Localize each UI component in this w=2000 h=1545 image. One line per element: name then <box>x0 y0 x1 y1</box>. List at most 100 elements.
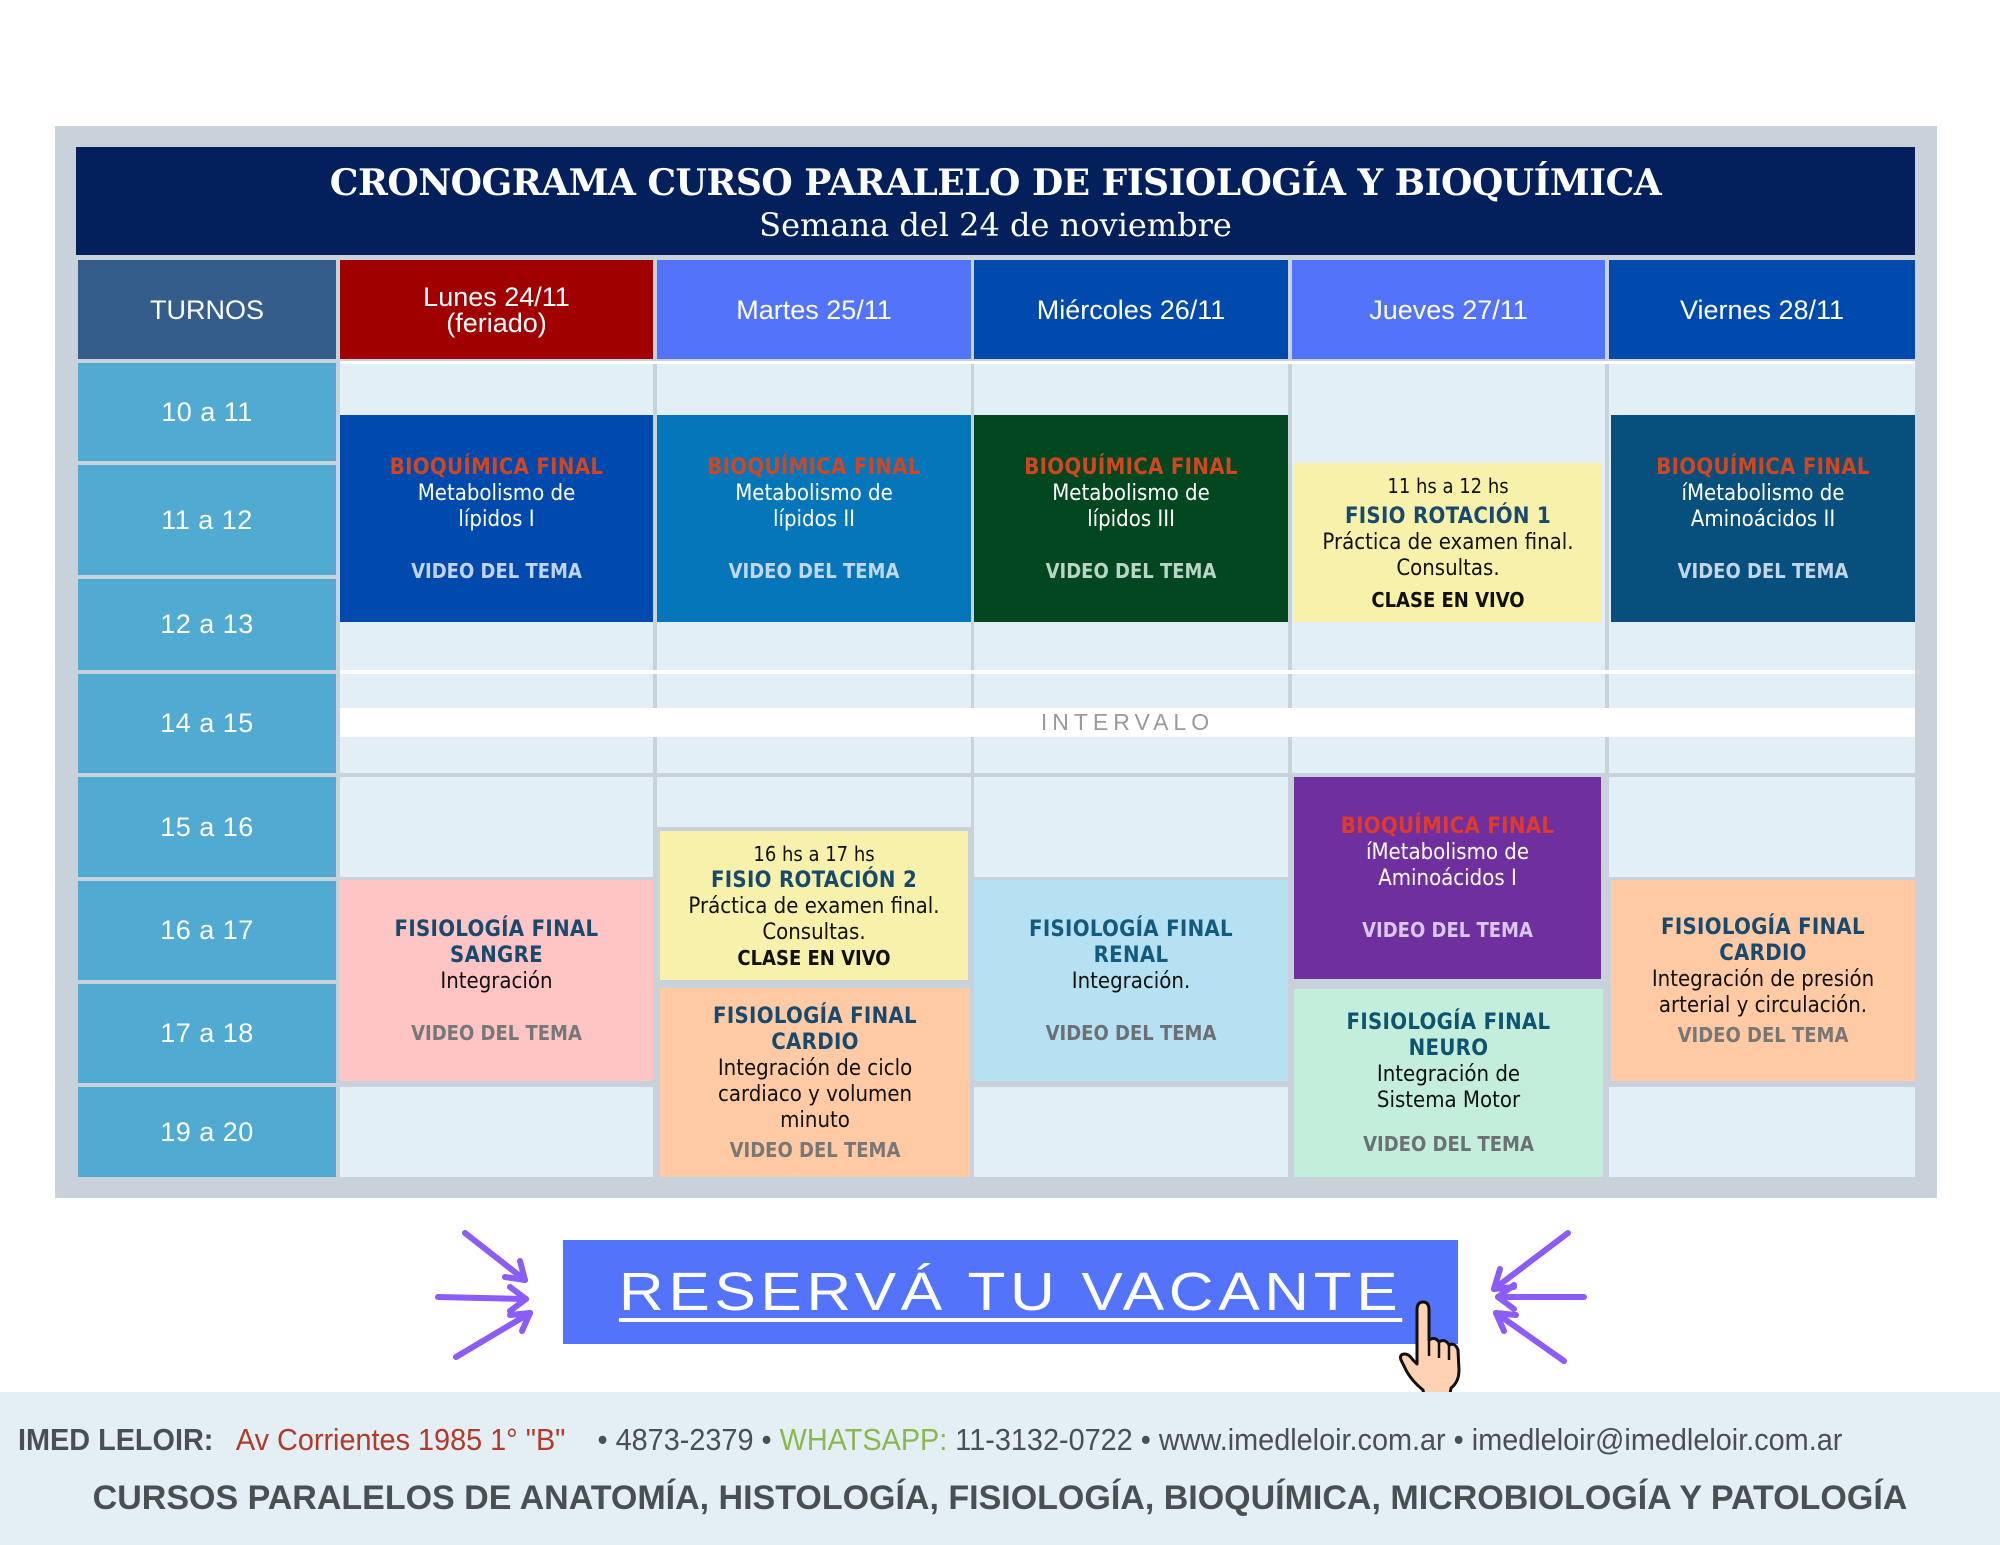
class-block-fisiologia-cardio-presion[interactable]: FISIOLOGÍA FINAL CARDIO Integración de p… <box>1611 880 1915 1081</box>
video-link[interactable]: VIDEO DEL TEMA <box>411 1020 582 1045</box>
turno-row: 15 a 16 <box>78 777 336 877</box>
website-link[interactable]: www.imedleloir.com.ar <box>1158 1422 1446 1457</box>
turno-row: 19 a 20 <box>78 1087 336 1177</box>
intervalo-band: INTERVALO <box>340 708 1915 737</box>
video-link[interactable]: VIDEO DEL TEMA <box>1362 918 1533 942</box>
live-class-label[interactable]: CLASE EN VIVO <box>737 945 891 970</box>
footer: IMED LELOIR: Av Corrientes 1985 1° "B" •… <box>0 1392 2000 1545</box>
turno-row: 14 a 15 <box>78 674 336 773</box>
class-block-bioquimica-lipidos-1[interactable]: BIOQUÍMICA FINAL Metabolismo de lípidos … <box>340 415 653 622</box>
block-title: FISIOLOGÍA FINAL <box>713 1003 917 1029</box>
column-header-jueves: Jueves 27/11 <box>1292 260 1605 359</box>
block-topic: lípidos III <box>1087 506 1175 532</box>
day-label: Martes 25/11 <box>736 294 892 325</box>
turno-row: 17 a 18 <box>78 984 336 1083</box>
block-topic: cardiaco y volumen <box>717 1081 913 1107</box>
grid-cell <box>657 777 971 827</box>
turno-label: 15 a 16 <box>160 811 254 842</box>
block-title: FISIO ROTACIÓN 2 <box>710 867 918 893</box>
grid-cell <box>340 777 653 877</box>
class-block-fisio-rotacion-1[interactable]: 11 hs a 12 hs FISIO ROTACIÓN 1 Práctica … <box>1294 463 1602 622</box>
column-header-miercoles: Miércoles 26/11 <box>974 260 1288 359</box>
day-label: Jueves 27/11 <box>1369 294 1528 325</box>
row-divider <box>340 361 1915 364</box>
video-link[interactable]: VIDEO DEL TEMA <box>1045 558 1217 583</box>
turno-label: 12 a 13 <box>160 609 254 639</box>
block-topic: Consultas. <box>762 919 866 945</box>
block-title: FISIO ROTACIÓN 1 <box>1344 503 1552 529</box>
page-subtitle: Semana del 24 de noviembre <box>759 206 1232 244</box>
block-topic: Metabolismo de <box>735 480 893 506</box>
class-block-bioquimica-aminoacidos-1[interactable]: BIOQUÍMICA FINAL íMetabolismo de Aminoác… <box>1294 777 1601 979</box>
block-title: BIOQUÍMICA FINAL <box>707 454 921 480</box>
video-link[interactable]: VIDEO DEL TEMA <box>728 558 900 583</box>
block-topic: Aminoácidos I <box>1378 866 1517 891</box>
block-topic: Integración de ciclo <box>717 1055 913 1081</box>
day-label: Lunes 24/11 <box>423 281 570 312</box>
video-link[interactable]: VIDEO DEL TEMA <box>1363 1132 1534 1156</box>
video-link[interactable]: VIDEO DEL TEMA <box>729 1137 901 1162</box>
turno-row: 10 a 11 <box>78 363 336 461</box>
class-block-bioquimica-lipidos-2[interactable]: BIOQUÍMICA FINAL Metabolismo de lípidos … <box>657 415 971 622</box>
courses-line: CURSOS PARALELOS DE ANATOMÍA, HISTOLOGÍA… <box>92 1479 1908 1517</box>
block-topic: Consultas. <box>1396 555 1500 581</box>
grid-cell <box>974 1087 1288 1177</box>
block-topic: lípidos II <box>772 506 855 532</box>
class-block-fisiologia-neuro[interactable]: FISIOLOGÍA FINAL NEURO Integración de Si… <box>1294 989 1603 1177</box>
turno-row: 11 a 12 <box>78 465 336 575</box>
block-title: BIOQUÍMICA FINAL <box>1656 454 1870 480</box>
video-link[interactable]: VIDEO DEL TEMA <box>1677 1022 1849 1047</box>
live-class-label[interactable]: CLASE EN VIVO <box>1371 587 1525 612</box>
turno-label: 10 a 11 <box>161 396 253 427</box>
turno-row: 16 a 17 <box>78 881 336 980</box>
block-title: BIOQUÍMICA FINAL <box>389 454 604 480</box>
class-block-fisiologia-renal[interactable]: FISIOLOGÍA FINAL RENAL Integración. VIDE… <box>974 880 1288 1081</box>
block-topic: íMetabolismo de <box>1681 480 1845 506</box>
block-topic: Integración <box>440 968 553 994</box>
block-time: 11 hs a 12 hs <box>1387 473 1509 498</box>
block-topic: Práctica de examen final. <box>1322 529 1574 555</box>
block-title: FISIOLOGÍA FINAL <box>394 916 599 942</box>
day-note: (feriado) <box>446 307 547 338</box>
video-link[interactable]: VIDEO DEL TEMA <box>1045 1020 1217 1045</box>
reserve-vacancy-button[interactable]: RESERVÁ TU VACANTE <box>563 1240 1458 1344</box>
brand-name: IMED LELOIR: <box>18 1422 214 1457</box>
email-link[interactable]: imedleloir@imedleloir.com.ar <box>1471 1422 1843 1457</box>
contact-line: IMED LELOIR: Av Corrientes 1985 1° "B" •… <box>18 1422 1850 1458</box>
column-header-martes: Martes 25/11 <box>657 260 971 359</box>
block-topic: Metabolismo de <box>1052 480 1210 506</box>
address: Av Corrientes 1985 1° "B" <box>235 1422 566 1457</box>
turno-row: 12 a 13 <box>78 579 336 670</box>
block-topic: arterial y circulación. <box>1658 992 1868 1018</box>
phone-number[interactable]: 4873-2379 <box>615 1422 754 1457</box>
block-topic: minuto <box>780 1107 850 1133</box>
arrows-pointing-right-icon <box>435 1230 533 1360</box>
turno-label: 19 a 20 <box>160 1116 254 1147</box>
column-header-turnos: TURNOS <box>78 260 336 359</box>
class-block-fisio-rotacion-2[interactable]: 16 hs a 17 hs FISIO ROTACIÓN 2 Práctica … <box>660 831 968 980</box>
row-divider <box>340 670 1915 674</box>
separator: • <box>1140 1422 1151 1457</box>
column-header-label: TURNOS <box>150 294 264 325</box>
block-title: NEURO <box>1408 1036 1489 1061</box>
intervalo-label: INTERVALO <box>1040 709 1215 735</box>
whatsapp-number[interactable]: 11-3132-0722 <box>955 1422 1133 1457</box>
block-topic: Integración. <box>1071 968 1191 994</box>
class-block-fisiologia-sangre[interactable]: FISIOLOGÍA FINAL SANGRE Integración VIDE… <box>340 880 653 1081</box>
class-block-bioquimica-aminoacidos-2[interactable]: BIOQUÍMICA FINAL íMetabolismo de Aminoác… <box>1611 415 1915 622</box>
grid-cell <box>340 1087 653 1177</box>
block-topic: íMetabolismo de <box>1365 840 1530 865</box>
schedule-header: CRONOGRAMA CURSO PARALELO DE FISIOLOGÍA … <box>76 147 1915 255</box>
class-block-bioquimica-lipidos-3[interactable]: BIOQUÍMICA FINAL Metabolismo de lípidos … <box>974 415 1288 622</box>
day-label: Viernes 28/11 <box>1679 294 1845 325</box>
block-title: CARDIO <box>1719 940 1807 966</box>
hand-pointer-icon <box>1399 1300 1461 1400</box>
reserve-vacancy-label: RESERVÁ TU VACANTE <box>618 1262 1403 1322</box>
separator: • <box>597 1422 608 1457</box>
block-time: 16 hs a 17 hs <box>753 841 875 866</box>
grid-cell <box>974 777 1288 877</box>
page-title: CRONOGRAMA CURSO PARALELO DE FISIOLOGÍA … <box>329 162 1662 204</box>
video-link[interactable]: VIDEO DEL TEMA <box>1677 558 1849 583</box>
video-link[interactable]: VIDEO DEL TEMA <box>411 558 582 583</box>
class-block-fisiologia-cardio-ciclo[interactable]: FISIOLOGÍA FINAL CARDIO Integración de c… <box>660 988 970 1177</box>
